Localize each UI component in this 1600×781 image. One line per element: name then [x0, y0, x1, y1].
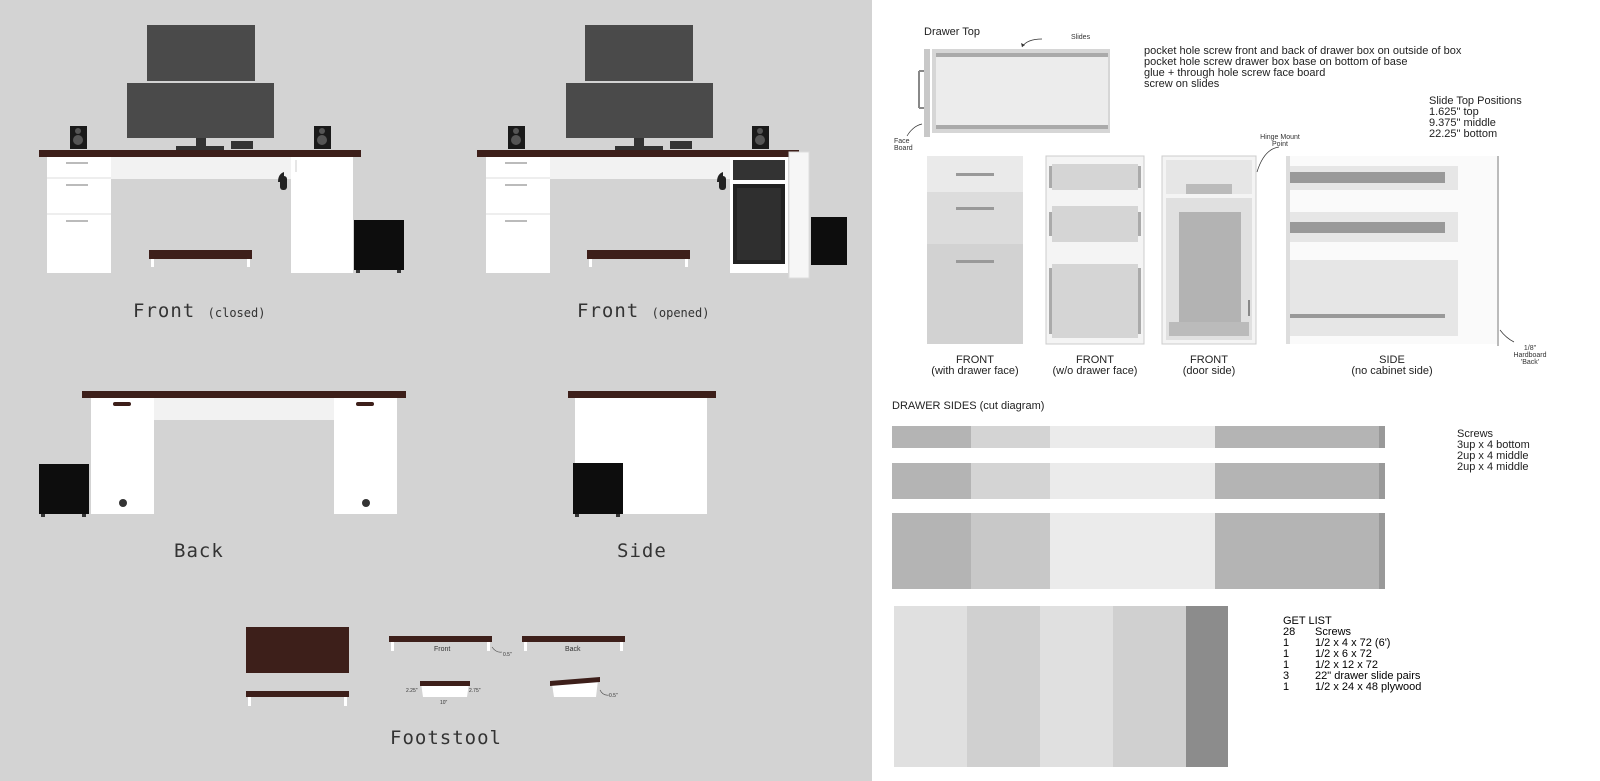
view-caption: SIDE (no cabinet side) — [1351, 354, 1433, 377]
desktop — [39, 150, 361, 157]
slide-positions-title: Slide Top Positions — [1429, 95, 1522, 107]
build-diagrams — [892, 38, 1515, 767]
left-drawer-cabinet — [47, 157, 111, 273]
footstool-diagrams — [246, 627, 625, 706]
screws-list: Screws 3up x 4 bottom 2up x 4 middle 2up… — [1457, 429, 1530, 473]
note-line: screw on slides — [1144, 78, 1220, 90]
footstool-back — [522, 636, 625, 642]
dim-right: 2.75" — [469, 688, 481, 694]
note-line: glue + through hole screw face board — [1144, 67, 1326, 79]
dim-front: 0.5" — [503, 652, 512, 658]
front-closed-title: Front (closed) — [133, 300, 266, 322]
footstool-top — [246, 627, 349, 673]
front-with-drawer-face — [927, 156, 1023, 344]
front-door-side — [1161, 146, 1280, 345]
keyboard-tray — [111, 157, 291, 179]
front-opened-title: Front (opened) — [577, 300, 710, 322]
drawer-sides-title: DRAWER SIDES (cut diagram) — [892, 400, 1045, 412]
footstool-title: Footstool — [390, 727, 502, 749]
screws-line: 2up x 4 middle — [1457, 450, 1529, 462]
hardboard-label: 1/8" Hardboard 'Back' — [1513, 345, 1547, 366]
slide-position-line: 1.625" top — [1429, 106, 1479, 118]
footstool-front-label: Front — [434, 646, 451, 653]
view-caption: FRONT (w/o drawer face) — [1052, 354, 1138, 377]
slide-top-positions: Slide Top Positions 1.625" top 9.375" mi… — [1429, 96, 1522, 140]
dim-bottom: 10" — [440, 700, 448, 706]
subwoofer — [354, 220, 404, 270]
hinge-mount-label: Hinge Mount Point — [1260, 134, 1300, 148]
note-line: pocket hole screw drawer box base on bot… — [1144, 56, 1408, 68]
lower-monitor — [127, 83, 274, 138]
plywood-cut-diagram — [894, 606, 1228, 767]
front-opened-view — [477, 25, 847, 279]
slide-position-line: 9.375" middle — [1429, 117, 1496, 129]
footstool — [149, 250, 252, 259]
left-panel: Front (closed) Front (opened) Back Side … — [0, 0, 872, 781]
dim-side: 0.5" — [609, 693, 618, 699]
build-notes: pocket hole screw front and back of draw… — [1144, 46, 1461, 90]
screws-line: 3up x 4 bottom — [1457, 439, 1530, 451]
desk-illustrations — [39, 25, 847, 706]
side-title: Side — [617, 540, 667, 562]
drawer-sides-cut-diagram — [892, 426, 1385, 589]
slides-label: Slides — [1071, 34, 1091, 41]
device — [231, 141, 253, 149]
open-door — [788, 151, 810, 279]
dim-left: 2.25" — [406, 688, 418, 694]
note-line: pocket hole screw front and back of draw… — [1144, 45, 1462, 57]
monitor-base — [176, 146, 224, 150]
view-caption: FRONT (door side) — [1182, 354, 1236, 377]
view-caption: FRONT (with drawer face) — [931, 354, 1019, 377]
front-closed-view — [39, 25, 404, 273]
footstool-section — [421, 683, 469, 697]
screws-title: Screws — [1457, 428, 1494, 440]
drawer-top-diagram — [906, 38, 1110, 137]
side-view — [568, 391, 716, 517]
monitor-stand — [196, 138, 206, 147]
footstool-back-label: Back — [565, 646, 581, 653]
right-panel: Drawer Top Slides Face Board pocket hole… — [872, 0, 1600, 781]
right-cabinet — [291, 157, 353, 273]
screws-line: 2up x 4 middle — [1457, 461, 1529, 473]
front-without-drawer-face — [1045, 155, 1145, 345]
back-view — [39, 391, 406, 517]
face-board-label: Face Board — [894, 138, 913, 152]
slide-position-line: 22.25" bottom — [1429, 128, 1498, 140]
footstool-front — [389, 636, 492, 642]
drawer-top-title: Drawer Top — [924, 26, 981, 38]
side-no-cabinet-side — [1286, 156, 1515, 346]
back-title: Back — [174, 540, 224, 562]
upper-monitor — [147, 25, 255, 81]
get-list-title: GET LIST — [1283, 615, 1332, 627]
